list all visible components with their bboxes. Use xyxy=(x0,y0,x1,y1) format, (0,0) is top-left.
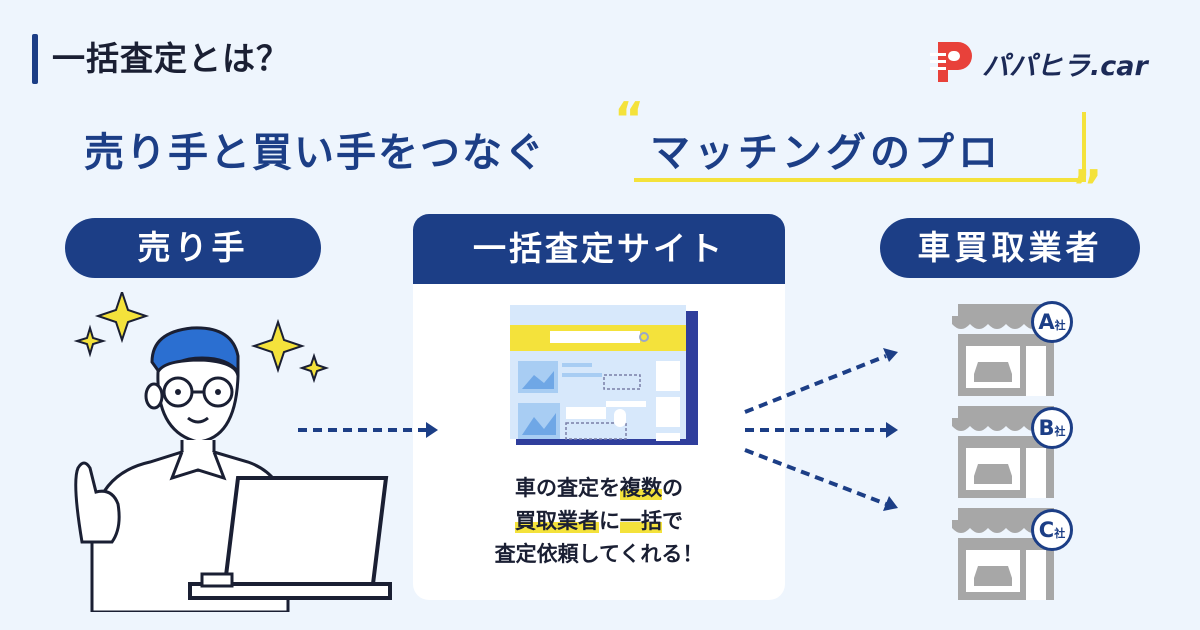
sparkle-icon xyxy=(73,292,330,384)
desc-text: で xyxy=(662,509,683,533)
logo-text: パパヒラ.car xyxy=(982,51,1148,82)
company-badge-a: A社 xyxy=(1031,301,1073,343)
badge-suffix: 社 xyxy=(1054,527,1066,540)
desc-text: の xyxy=(662,476,683,500)
quote-close-mark: ” xyxy=(1072,160,1103,214)
store-icon xyxy=(952,508,1060,600)
site-desc-line-1: 車の査定を複数の xyxy=(413,472,785,505)
site-description: 車の査定を複数の 買取業者に一括で 査定依頼してくれる！ xyxy=(413,472,785,571)
desc-highlight: 買取業者 xyxy=(515,509,599,533)
website-illustration xyxy=(510,305,698,445)
seller-label: 売り手 xyxy=(65,218,321,278)
site-desc-line-2: 買取業者に一括で xyxy=(413,505,785,538)
headline-prefix: 売り手と買い手をつなぐ xyxy=(84,130,546,176)
header-accent-bar xyxy=(32,34,38,84)
desc-text: に xyxy=(599,509,620,533)
company-badge-b: B社 xyxy=(1031,407,1073,449)
headline-highlight: マッチングのプロ xyxy=(650,130,1002,176)
badge-letter: A xyxy=(1038,310,1055,334)
badge-suffix: 社 xyxy=(1054,425,1066,438)
company-badge-c: C社 xyxy=(1031,509,1073,551)
comparison-site-card: 一括査定サイト 車の査定を複数の xyxy=(413,214,785,600)
desc-highlight: 複数 xyxy=(620,476,662,500)
badge-letter: C xyxy=(1038,518,1055,542)
seller-illustration xyxy=(73,292,392,612)
desc-text: 車の査定を xyxy=(515,476,620,500)
headline-highlight-frame xyxy=(634,112,1086,182)
logo-p-icon xyxy=(930,42,972,82)
badge-letter: B xyxy=(1038,416,1055,440)
site-desc-line-3: 査定依頼してくれる！ xyxy=(494,542,704,566)
buyers-label: 車買取業者 xyxy=(880,218,1140,278)
page-title: 一括査定とは？ xyxy=(52,39,290,78)
quote-open-mark: “ xyxy=(614,92,645,146)
brand-logo[interactable]: パパヒラ.car xyxy=(930,38,1170,86)
desc-highlight: 一括 xyxy=(620,509,662,533)
site-label: 一括査定サイト xyxy=(413,214,785,284)
store-icon xyxy=(952,406,1060,498)
badge-suffix: 社 xyxy=(1054,319,1066,332)
